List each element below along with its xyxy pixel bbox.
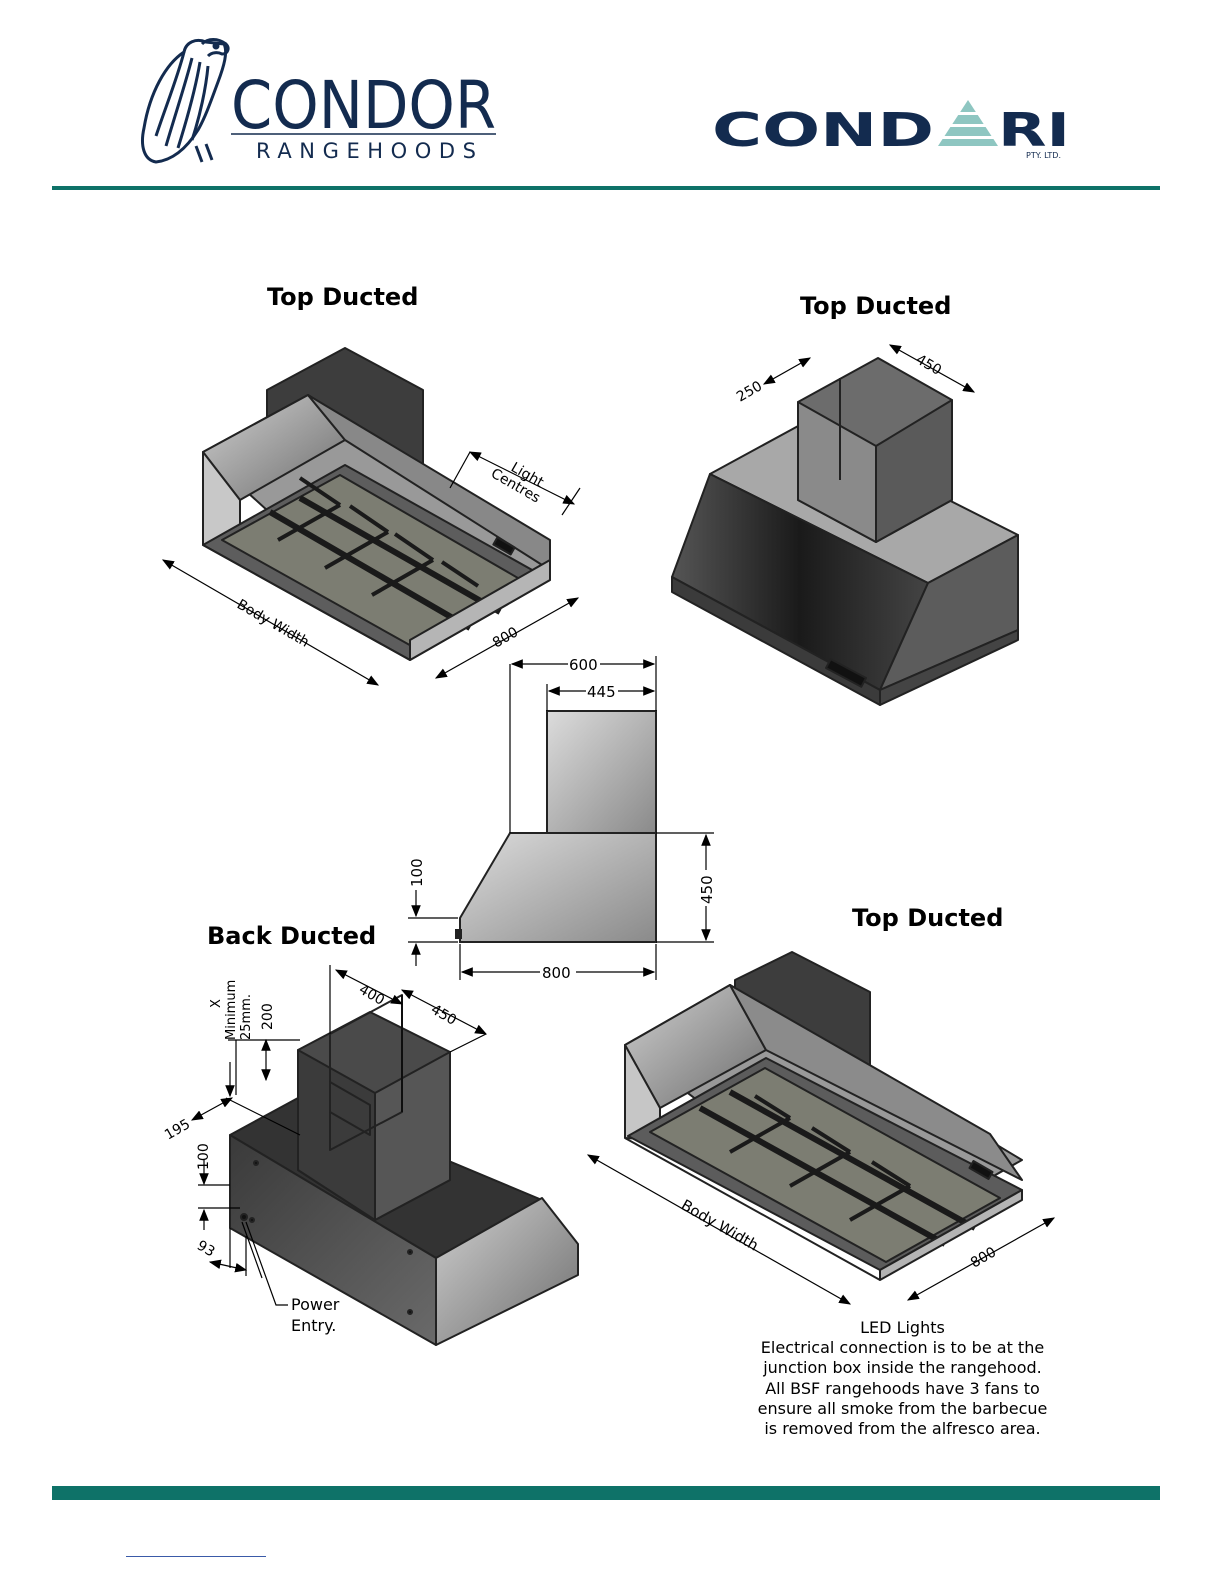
dim-body-width-2: Body Width [678,1196,762,1255]
back-ducted-dimensions [190,965,488,1306]
dim-93: 93 [194,1238,217,1261]
condor-bird-icon [141,38,230,164]
back-ducted-drawing [229,994,579,1346]
condari-wordmark-left: COND [712,103,934,157]
dim-minimum: Minimum [224,980,239,1040]
dim-200: 200 [260,1003,276,1030]
condari-logo: COND RI PTY. LTD. [710,98,1080,164]
dim-250: 250 [734,378,765,405]
note-led-lights: LED Lights [860,1318,945,1337]
power-entry-1: Power [291,1295,340,1314]
bottom-right-hood-drawing [624,951,1023,1281]
condari-pty-ltd: PTY. LTD. [1026,151,1061,160]
triangle-icon [938,100,998,146]
dim-450-elev: 450 [698,875,716,904]
dim-800-1: 800 [490,624,521,651]
dim-445: 445 [587,683,616,701]
dim-800-2: 800 [968,1244,999,1271]
dim-450-back: 450 [428,1002,459,1029]
note-line-5: ensure all smoke from the barbecue [757,1398,1048,1418]
power-entry-2: Entry. [291,1316,336,1335]
note-line-2: Electrical connection is to be at the [760,1338,1045,1358]
top-left-dimensions [161,451,581,686]
footer-bar [52,1486,1160,1500]
condor-logo: CONDOR RANGEHOODS [136,36,506,166]
dim-100-elev: 100 [408,858,426,887]
dim-100-back: 100 [196,1143,212,1170]
dim-600: 600 [569,656,598,674]
dim-x: X [209,999,224,1008]
side-elevation-drawing [455,710,657,943]
bottom-right-dimensions [586,1154,1056,1305]
note-line-3: junction box inside the rangehood. [763,1358,1042,1378]
footer-link-underline[interactable] [126,1556,266,1557]
header-divider [52,186,1160,190]
note-line-6: is removed from the alfresco area. [764,1419,1041,1439]
dim-25mm: 25mm. [239,994,254,1040]
note-line-4: All BSF rangehoods have 3 fans to [765,1378,1040,1398]
top-right-dimensions [762,344,976,393]
dim-195: 195 [162,1116,193,1143]
condor-wordmark: CONDOR [231,67,496,144]
top-right-hood-drawing [671,357,1019,706]
dim-body-width-1: Body Width [234,597,312,651]
top-right-title: Top Ducted [800,292,952,320]
notes-block: LED Lights Electrical connection is to b… [740,1318,1065,1439]
bottom-right-title: Top Ducted [852,904,1004,932]
back-ducted-title: Back Ducted [207,922,377,950]
dim-450-top: 450 [913,352,944,379]
condari-wordmark-right: RI [998,103,1070,157]
top-left-title: Top Ducted [267,283,419,311]
dim-800-elev: 800 [542,964,571,982]
